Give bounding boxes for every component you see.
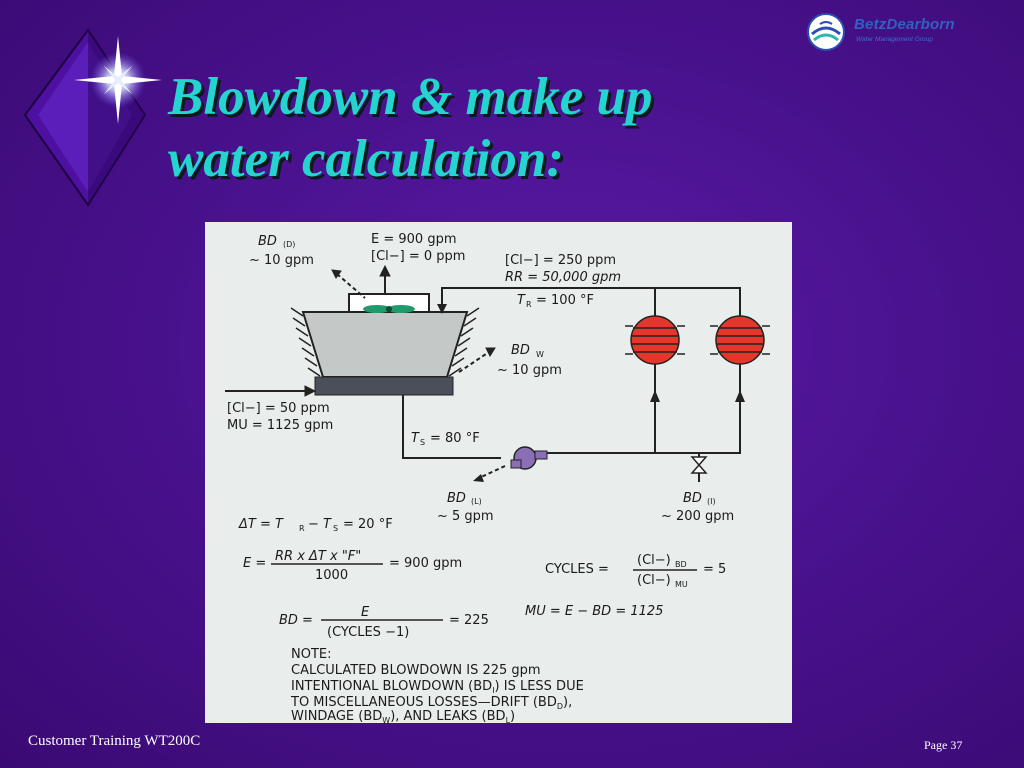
- slide-title: Blowdown & make up water calculation:: [168, 66, 808, 190]
- eq-cycles-rhs: = 5: [703, 562, 726, 577]
- title-line-1: Blowdown & make up: [168, 68, 653, 126]
- note-line-2: INTENTIONAL BLOWDOWN (BD: [291, 679, 492, 694]
- label-tr-sub: R: [526, 300, 532, 309]
- eq-cycles-num: (Cl−): [637, 553, 671, 568]
- heat-exchanger-icon: [710, 315, 770, 365]
- eq-bd-lhs: BD =: [279, 613, 313, 628]
- svg-text:TO MISCELLANEOUS LOSSES—DRIFT: TO MISCELLANEOUS LOSSES—DRIFT (BDD),: [290, 695, 572, 711]
- label-ts-sub: S: [420, 438, 425, 447]
- logo-name: BetzDearborn: [854, 16, 955, 33]
- label-bd-d-flow: ~ 10 gpm: [249, 253, 314, 268]
- label-return-chloride: [Cl−] = 250 ppm: [505, 253, 616, 268]
- eq-cycles-den: (Cl−): [637, 573, 671, 588]
- note-block: NOTE: CALCULATED BLOWDOWN IS 225 gpm INT…: [290, 647, 584, 723]
- label-recirc-rate: RR = 50,000 gpm: [505, 270, 621, 285]
- note-line-4-sub2: L: [506, 716, 511, 723]
- eq-e-den: 1000: [315, 568, 348, 583]
- label-ts-val: = 80 °F: [430, 431, 480, 446]
- eq-cycles-lhs: CYCLES =: [545, 562, 609, 577]
- flow-arrows: [225, 264, 496, 397]
- label-tr-val: = 100 °F: [536, 293, 594, 308]
- note-line-3-end: ),: [563, 695, 572, 710]
- note-line-4-mid: ), AND LEAKS (BD: [390, 709, 505, 723]
- star-diamond-icon: [23, 28, 162, 207]
- heat-exchanger-icon: [625, 315, 685, 365]
- note-line-1: CALCULATED BLOWDOWN IS 225 gpm: [291, 663, 541, 678]
- note-line-2-end: ) IS LESS DUE: [495, 679, 584, 694]
- cooling-tower-diagram: BD (D) ~ 10 gpm E = 900 gpm [Cl−] = 0 pp…: [205, 222, 792, 723]
- eq-delta-t-r: R: [299, 524, 305, 533]
- pipe-arrows: [437, 304, 745, 402]
- svg-text:WINDAGE (BDW), AND LEAKS (BDL): WINDAGE (BDW), AND LEAKS (BDL): [291, 709, 515, 723]
- label-bd-l-sub: (L): [471, 497, 482, 506]
- label-mu-chloride: [Cl−] = 50 ppm: [227, 401, 330, 416]
- footer-course-name: Customer Training WT200C: [28, 733, 201, 749]
- footer-page-number: Page 37: [924, 738, 963, 752]
- label-bd-i-flow: ~ 200 gpm: [661, 509, 734, 524]
- label-bd-d: BD: [258, 234, 277, 249]
- label-bd-w: BD: [511, 343, 530, 358]
- label-evaporation: E = 900 gpm: [371, 232, 456, 247]
- eq-makeup: MU = E − BD = 1125: [525, 604, 663, 619]
- pump-icon: [473, 446, 548, 482]
- label-bd-w-flow: ~ 10 gpm: [497, 363, 562, 378]
- label-makeup: MU = 1125 gpm: [227, 418, 333, 433]
- label-bd-w-sub: W: [536, 350, 544, 359]
- title-line-2: water calculation:: [168, 130, 565, 188]
- note-line-3-sub: D: [557, 702, 563, 711]
- eq-cycles-num-sub: BD: [675, 560, 687, 569]
- note-line-3: TO MISCELLANEOUS LOSSES—DRIFT (BD: [290, 695, 557, 710]
- label-bd-i-sub: (I): [707, 497, 716, 506]
- eq-delta-t-s: S: [333, 524, 338, 533]
- valve-icon: [690, 453, 708, 482]
- eq-e-rhs: = 900 gpm: [389, 556, 462, 571]
- betzdearborn-logo-icon: [807, 13, 845, 51]
- note-line-4-sub: W: [382, 716, 390, 723]
- label-ts: T: [411, 431, 420, 446]
- eq-bd-den: (CYCLES −1): [327, 625, 409, 640]
- label-evap-chloride: [Cl−] = 0 ppm: [371, 249, 465, 264]
- note-line-4-end: ): [510, 709, 515, 723]
- company-logo: BetzDearborn Water Management Group: [806, 12, 1002, 52]
- note-line-4: WINDAGE (BD: [291, 709, 382, 723]
- label-bd-l-flow: ~ 5 gpm: [437, 509, 494, 524]
- logo-subtitle: Water Management Group: [856, 36, 933, 43]
- eq-cycles-den-sub: MU: [675, 580, 688, 589]
- eq-e-num: RR x ΔT x "F": [275, 549, 361, 564]
- eq-delta-t-end: = 20 °F: [343, 517, 393, 532]
- label-tr: T: [517, 293, 526, 308]
- note-heading: NOTE:: [291, 647, 332, 662]
- fan-icon: [363, 305, 415, 313]
- eq-bd-num: E: [361, 605, 370, 620]
- eq-e-lhs: E =: [243, 556, 266, 571]
- eq-delta-t: ΔT = T: [238, 517, 284, 532]
- note-line-2-sub: I: [492, 686, 494, 695]
- svg-text:INTENTIONAL BLOWDOWN (BDI) IS: INTENTIONAL BLOWDOWN (BDI) IS LESS DUE: [291, 679, 584, 695]
- label-bd-l: BD: [447, 491, 466, 506]
- label-bd-i: BD: [683, 491, 702, 506]
- eq-delta-t-mid: − T: [308, 517, 332, 532]
- label-bd-d-sub: (D): [283, 240, 295, 249]
- eq-bd-rhs: = 225: [449, 613, 489, 628]
